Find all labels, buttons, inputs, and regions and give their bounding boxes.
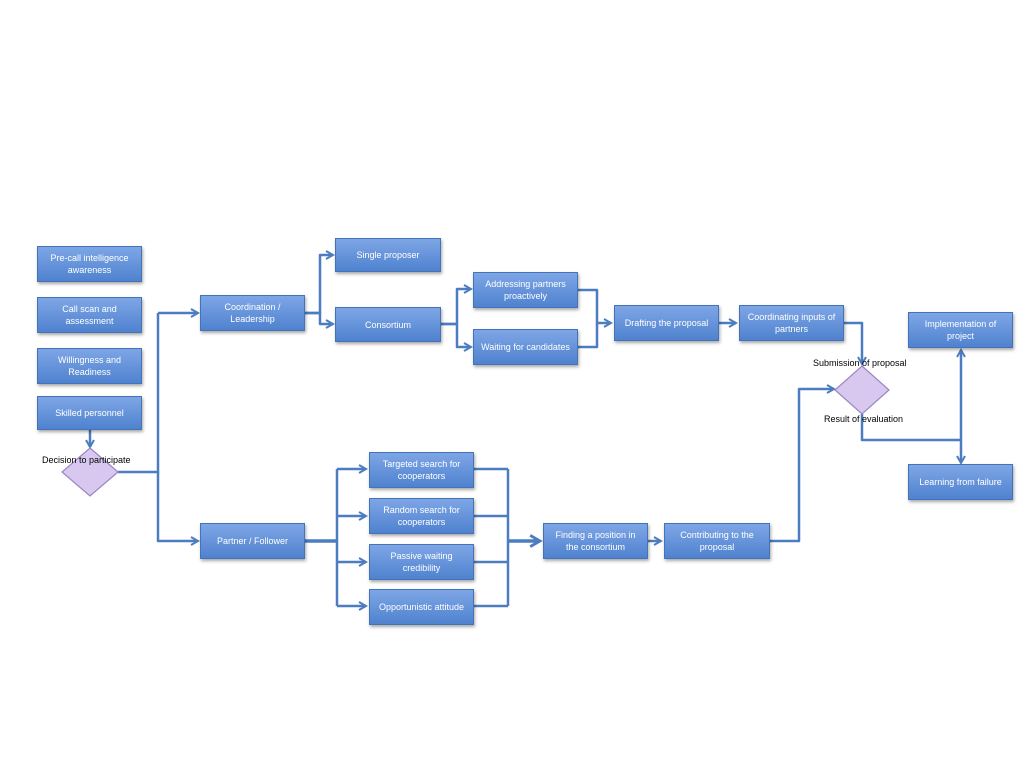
- node-targeted[interactable]: Targeted search for cooperators: [369, 452, 474, 488]
- node-single[interactable]: Single proposer: [335, 238, 441, 272]
- node-contributing[interactable]: Contributing to the proposal: [664, 523, 770, 559]
- edge-decision-to-branches: [118, 313, 160, 474]
- node-drafting[interactable]: Drafting the proposal: [614, 305, 719, 341]
- decision-submission-diamond[interactable]: [834, 365, 890, 415]
- node-opportunistic[interactable]: Opportunistic attitude: [369, 589, 474, 625]
- node-consortium[interactable]: Consortium: [335, 307, 441, 342]
- node-learning[interactable]: Learning from failure: [908, 464, 1013, 500]
- edge-consortium-to-waiting: [441, 322, 474, 352]
- node-callscan[interactable]: Call scan and assessment: [37, 297, 142, 333]
- node-finding[interactable]: Finding a position in the consortium: [543, 523, 648, 559]
- edge-to-partner: [156, 472, 201, 546]
- node-skilled[interactable]: Skilled personnel: [37, 396, 142, 430]
- edge-coordinating-to-submission: [844, 321, 867, 367]
- node-willingness[interactable]: Willingness and Readiness: [37, 348, 142, 384]
- node-addressing[interactable]: Addressing partners proactively: [473, 272, 578, 308]
- edge-addressing-to-drafting: [578, 288, 614, 328]
- decision-participate-label: Decision to participate: [42, 455, 131, 465]
- node-passive[interactable]: Passive waiting credibility: [369, 544, 474, 580]
- edge-waiting-to-drafting: [578, 323, 599, 349]
- node-precall[interactable]: Pre-call intelligence awareness: [37, 246, 142, 282]
- node-implementation[interactable]: Implementation of project: [908, 312, 1013, 348]
- edge-coordination-to-consortium: [305, 311, 336, 329]
- edge-coordination-to-single: [305, 250, 336, 315]
- node-coordinating[interactable]: Coordinating inputs of partners: [739, 305, 844, 341]
- node-partner[interactable]: Partner / Follower: [200, 523, 305, 559]
- decision-participate-diamond[interactable]: [61, 447, 119, 497]
- decision-submission-label: Submission of proposal: [813, 358, 907, 368]
- node-random[interactable]: Random search for cooperators: [369, 498, 474, 534]
- edge-consortium-to-addressing: [441, 284, 474, 326]
- node-waiting[interactable]: Waiting for candidates: [473, 329, 578, 365]
- decision-result-label: Result of evaluation: [824, 414, 904, 424]
- edge-submission-to-outcomes: [860, 414, 961, 442]
- node-coordination[interactable]: Coordination / Leadership: [200, 295, 305, 331]
- edge-contributing-to-submission: [770, 384, 837, 543]
